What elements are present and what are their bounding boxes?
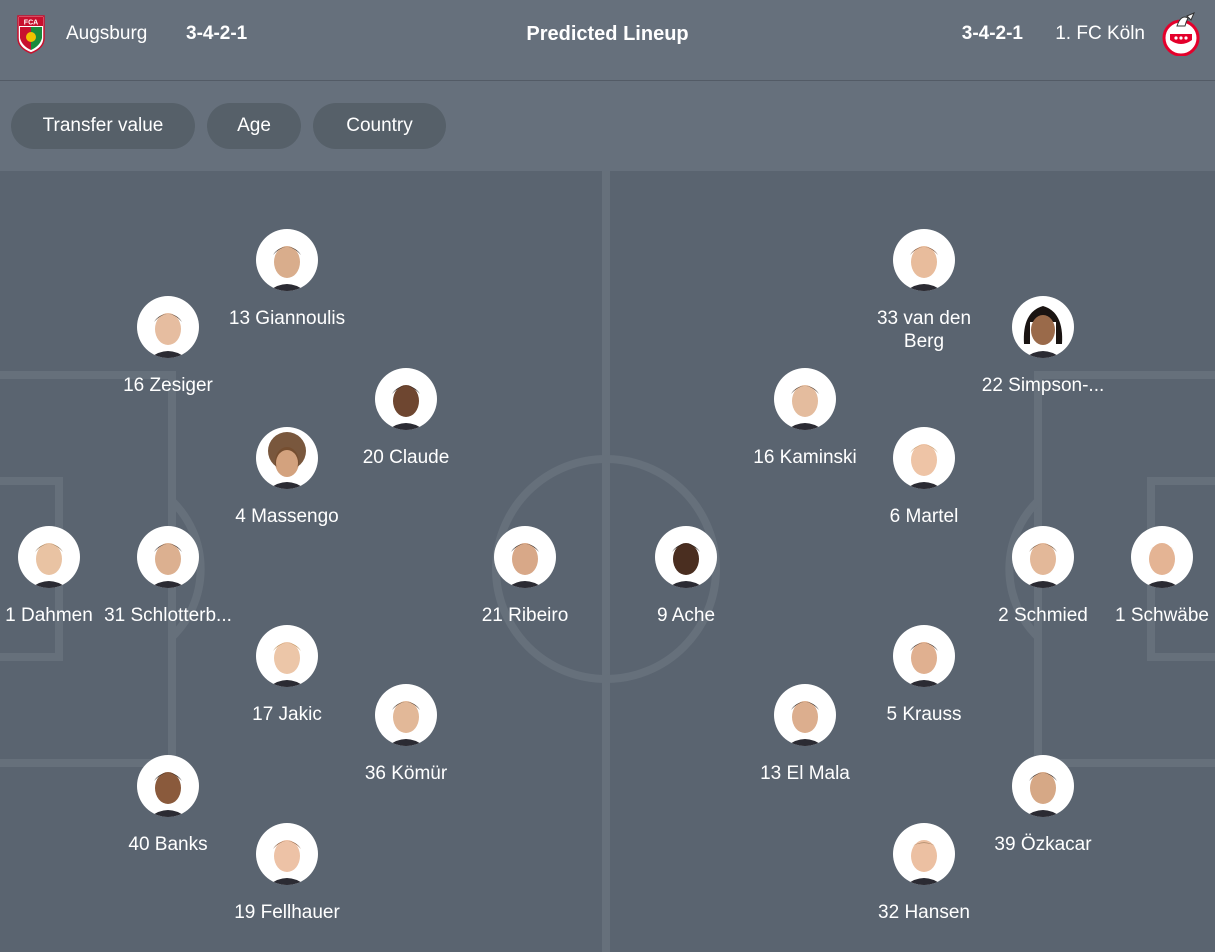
player-away-attacking-midfielder[interactable]: 16 Kaminski [740,368,870,469]
player-avatar [893,823,955,885]
player-name: 21 Ribeiro [481,605,569,626]
home-team-name[interactable]: Augsburg [66,23,148,44]
player-name: 1 Schwäbe [1114,605,1209,626]
player-avatar [256,625,318,687]
player-name: 4 Massengo [235,506,339,527]
pitch: 1 Dahmen 16 Zesiger 31 Schlotterb... 40 … [0,171,1215,952]
player-avatar [1012,296,1074,358]
player-avatar [375,684,437,746]
player-avatar [893,229,955,291]
home-formation: 3-4-2-1 [186,23,248,44]
koln-crest-icon[interactable] [1161,12,1201,56]
player-name: 39 Özkacar [994,834,1092,855]
page-title: Predicted Lineup [526,23,689,45]
player-home-midfielder[interactable]: 17 Jakic [222,625,352,726]
player-away-midfielder[interactable]: 6 Martel [859,427,989,528]
player-away-midfielder[interactable]: 5 Krauss [859,625,989,726]
player-avatar [893,625,955,687]
player-away-goalkeeper[interactable]: 1 Schwäbe [1097,526,1215,627]
player-name: 6 Martel [889,506,959,527]
player-name: 16 Kaminski [753,447,857,468]
augsburg-crest-icon[interactable]: FCA [16,14,46,54]
player-name: 13 Giannoulis [228,308,346,329]
player-avatar [893,427,955,489]
player-away-defender[interactable]: 2 Schmied [978,526,1108,627]
player-away-defender[interactable]: 22 Simpson-... [978,296,1108,397]
player-name: 1 Dahmen [5,605,93,626]
player-avatar [494,526,556,588]
player-name: 19 Fellhauer [234,902,340,923]
player-avatar [1012,526,1074,588]
player-name: 32 Hansen [878,902,970,923]
player-avatar [137,526,199,588]
transfer-value-filter-button[interactable]: Transfer value [11,103,195,149]
player-avatar [1131,526,1193,588]
player-avatar [1012,755,1074,817]
player-away-midfielder[interactable]: 33 van den Berg [859,229,989,353]
player-avatar [256,427,318,489]
player-avatar [18,526,80,588]
svg-text:FCA: FCA [24,20,38,27]
player-home-midfielder[interactable]: 13 Giannoulis [222,229,352,330]
player-avatar [256,823,318,885]
player-avatar [137,755,199,817]
player-away-forward[interactable]: 9 Ache [621,526,751,627]
player-name: 33 van den Berg [876,308,972,352]
player-name: 40 Banks [128,834,208,855]
country-filter-button[interactable]: Country [313,103,446,149]
player-name: 2 Schmied [998,605,1088,626]
player-home-forward[interactable]: 21 Ribeiro [460,526,590,627]
player-name: 17 Jakic [252,704,322,725]
player-name: 13 El Mala [760,763,850,784]
player-avatar [774,684,836,746]
age-filter-button[interactable]: Age [207,103,301,149]
player-home-defender[interactable]: 31 Schlotterb... [103,526,233,627]
player-avatar [774,368,836,430]
player-name: 9 Ache [656,605,716,626]
away-formation: 3-4-2-1 [961,23,1023,44]
away-team-name[interactable]: 1. FC Köln [1055,23,1145,44]
player-home-midfielder[interactable]: 19 Fellhauer [222,823,352,924]
player-home-defender[interactable]: 40 Banks [103,755,233,856]
player-avatar [375,368,437,430]
match-header: FCA Augsburg 3-4-2-1 Predicted Lineup 3-… [0,0,1215,81]
pitch-markings [0,171,1215,952]
player-avatar [655,526,717,588]
player-name: 36 Kömür [364,763,448,784]
player-home-goalkeeper[interactable]: 1 Dahmen [0,526,114,627]
player-name: 5 Krauss [886,704,962,725]
player-name: 22 Simpson-... [981,375,1105,396]
player-home-attacking-midfielder[interactable]: 20 Claude [341,368,471,469]
filter-bar: Transfer value Age Country [0,81,1215,171]
player-home-midfielder[interactable]: 4 Massengo [222,427,352,528]
player-away-attacking-midfielder[interactable]: 13 El Mala [740,684,870,785]
player-name: 16 Zesiger [123,375,213,396]
player-avatar [137,296,199,358]
player-home-attacking-midfielder[interactable]: 36 Kömür [341,684,471,785]
player-name: 20 Claude [362,447,450,468]
player-away-defender[interactable]: 39 Özkacar [978,755,1108,856]
player-avatar [256,229,318,291]
player-home-defender[interactable]: 16 Zesiger [103,296,233,397]
player-name: 31 Schlotterb... [104,605,232,626]
player-away-midfielder[interactable]: 32 Hansen [859,823,989,924]
